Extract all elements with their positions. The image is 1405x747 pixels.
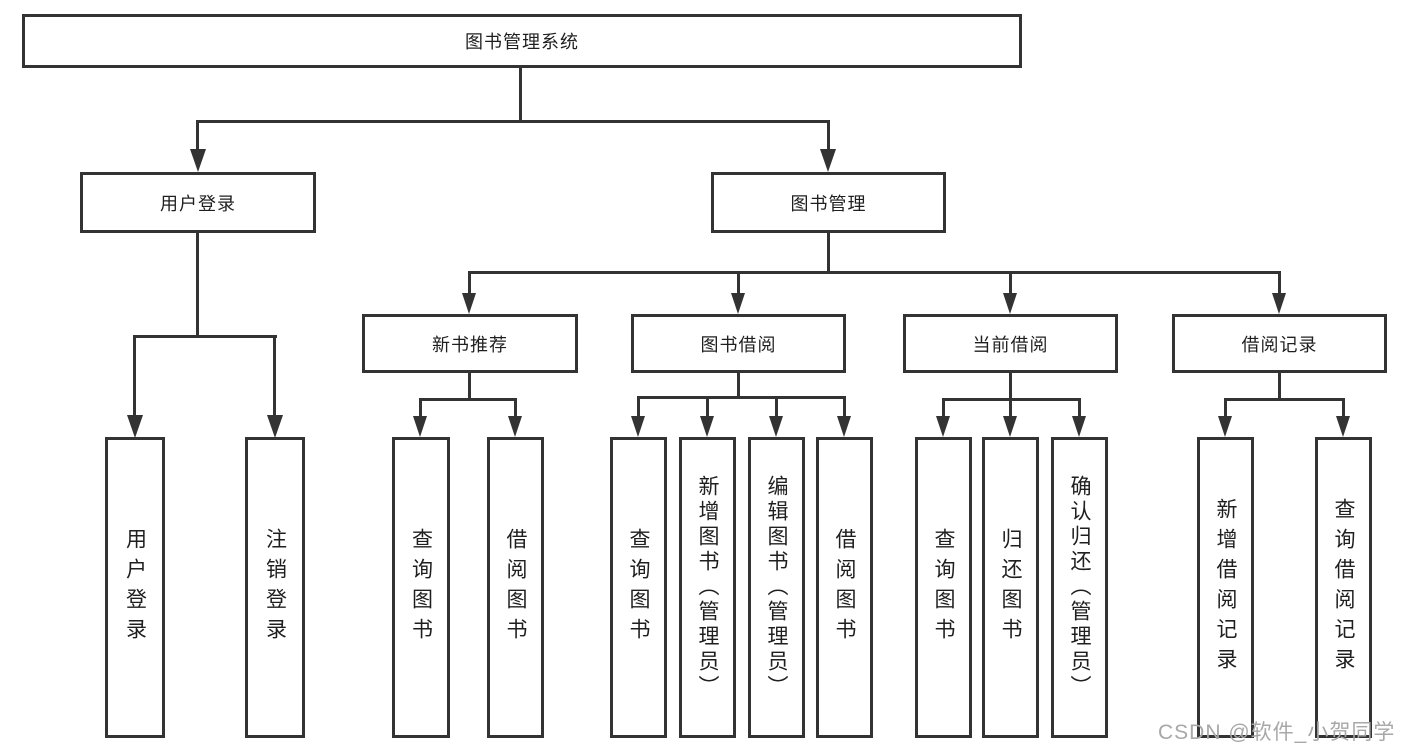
node-label: 当前借阅 (972, 334, 1049, 355)
arrow-down (462, 293, 476, 314)
leaf-query-books-borrowing: 查询图书 (610, 437, 667, 738)
node-label: 用户登录 (123, 527, 147, 648)
connector-line (737, 373, 740, 398)
connector-line (1009, 373, 1012, 400)
node-label: 新增图书（管理员） (696, 475, 719, 700)
arrow-down (1003, 293, 1017, 314)
node-label: 图书借阅 (700, 334, 777, 355)
node-current-borrowing: 当前借阅 (903, 314, 1118, 373)
arrow-down (700, 416, 714, 437)
connector-line (637, 396, 640, 417)
leaf-user-login: 用户登录 (105, 437, 165, 738)
connector-line (827, 233, 830, 273)
csdn-watermark: CSDN @软件_小贺同学 (1158, 721, 1396, 744)
arrow-down (1072, 416, 1086, 437)
arrow-down (267, 415, 283, 438)
arrow-down (1336, 416, 1350, 437)
arrow-down (631, 416, 645, 437)
arrow-down (1003, 416, 1017, 437)
arrow-down (769, 416, 783, 437)
leaf-query-borrow-record: 查询借阅记录 (1315, 437, 1372, 738)
arrow-down (820, 149, 836, 172)
connector-line (519, 67, 522, 120)
connector-line (420, 398, 517, 401)
node-label: 查询借阅记录 (1332, 497, 1355, 678)
arrow-down (190, 149, 206, 172)
node-label: 查询图书 (932, 527, 955, 648)
node-label: 借阅记录 (1241, 334, 1318, 355)
node-label: 图书管理系统 (465, 32, 579, 52)
connector-line (273, 335, 276, 416)
connector-line (775, 396, 778, 417)
connector-line (827, 120, 830, 150)
node-label: 新书推荐 (432, 334, 508, 355)
connector-line (1278, 373, 1281, 400)
connector-line (419, 398, 422, 417)
arrow-down (731, 293, 745, 314)
leaf-add-books-admin: 新增图书（管理员） (679, 437, 736, 738)
connector-line (1078, 398, 1081, 417)
node-label: 用户登录 (160, 193, 236, 214)
node-label: 注销登录 (263, 527, 287, 648)
arrow-down (413, 416, 427, 437)
leaf-query-books-recommend: 查询图书 (392, 437, 450, 738)
connector-line (843, 396, 846, 417)
connector-line (196, 120, 830, 123)
connector-line (196, 120, 199, 150)
node-book-management: 图书管理 (711, 172, 946, 233)
node-library-management-system: 图书管理系统 (22, 14, 1022, 68)
node-label: 查询图书 (409, 527, 433, 648)
leaf-return-books: 归还图书 (982, 437, 1039, 738)
leaf-logout: 注销登录 (245, 437, 305, 738)
connector-line (468, 271, 1281, 274)
connector-line (468, 271, 471, 295)
connector-line (514, 398, 517, 417)
connector-line (637, 396, 846, 399)
connector-line (1009, 271, 1012, 295)
connector-line (942, 398, 945, 417)
node-label: 编辑图书（管理员） (765, 475, 788, 700)
connector-line (1224, 398, 1345, 401)
leaf-edit-books-admin: 编辑图书（管理员） (748, 437, 805, 738)
arrow-down (127, 415, 143, 438)
connector-line (1224, 398, 1227, 417)
node-label: 新增借阅记录 (1214, 497, 1237, 678)
arrow-down (508, 416, 522, 437)
node-label: 借阅图书 (504, 527, 527, 648)
leaf-query-books-current: 查询图书 (915, 437, 972, 738)
leaf-add-borrow-record: 新增借阅记录 (1197, 437, 1254, 738)
node-borrowing-records: 借阅记录 (1172, 314, 1387, 373)
arrow-down (936, 416, 950, 437)
leaf-borrow-books: 借阅图书 (816, 437, 873, 738)
connector-line (737, 271, 740, 295)
leaf-borrow-books-recommend: 借阅图书 (487, 437, 544, 738)
connector-line (134, 335, 277, 338)
connector-line (706, 396, 709, 417)
node-user-login: 用户登录 (80, 172, 316, 233)
arrow-down (1218, 416, 1232, 437)
arrow-down (837, 416, 851, 437)
node-label: 确认归还（管理员） (1068, 475, 1091, 700)
connector-line (1278, 271, 1281, 295)
connector-line (1342, 398, 1345, 417)
arrow-down (1272, 293, 1286, 314)
connector-line (196, 233, 199, 335)
connector-line (1009, 398, 1012, 417)
node-label: 归还图书 (999, 527, 1022, 648)
node-new-book-recommend: 新书推荐 (362, 314, 578, 373)
node-label: 查询图书 (627, 527, 650, 648)
node-book-borrowing: 图书借阅 (631, 314, 846, 373)
connector-line (468, 373, 471, 400)
leaf-confirm-return-admin: 确认归还（管理员） (1051, 437, 1108, 738)
node-label: 图书管理 (790, 193, 867, 214)
node-label: 借阅图书 (833, 527, 856, 648)
connector-line (133, 335, 136, 416)
